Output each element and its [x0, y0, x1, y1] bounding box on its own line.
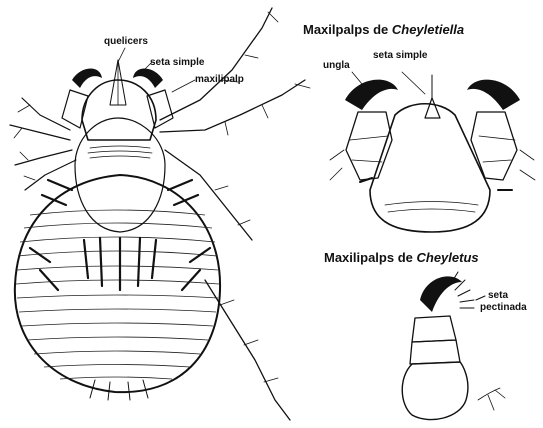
label-maxilipalp: maxilipalp — [195, 74, 244, 85]
title-cheyletus-prefix: Maxilipalps de — [324, 250, 416, 265]
title-cheyletiella-prefix: Maxilpalps de — [303, 22, 392, 37]
label-seta-simple-left: seta simple — [150, 57, 205, 68]
label-seta-pectinada-line2: pectinada — [480, 302, 527, 313]
label-ungla: ungla — [323, 60, 350, 71]
mite-full-body-drawing — [10, 8, 310, 420]
cheyletiella-maxilpalps-drawing — [330, 72, 535, 232]
label-quelicers: quelicers — [104, 36, 148, 47]
label-seta-simple-right: seta simple — [373, 50, 428, 61]
title-cheyletus: Maxilipalps de Cheyletus — [324, 250, 479, 265]
label-seta-pectinada-line1: seta — [488, 290, 508, 301]
title-cheyletiella: Maxilpalps de Cheyletiella — [303, 22, 464, 37]
title-cheyletus-genus: Cheyletus — [416, 250, 478, 265]
title-cheyletiella-genus: Cheyletiella — [392, 22, 464, 37]
